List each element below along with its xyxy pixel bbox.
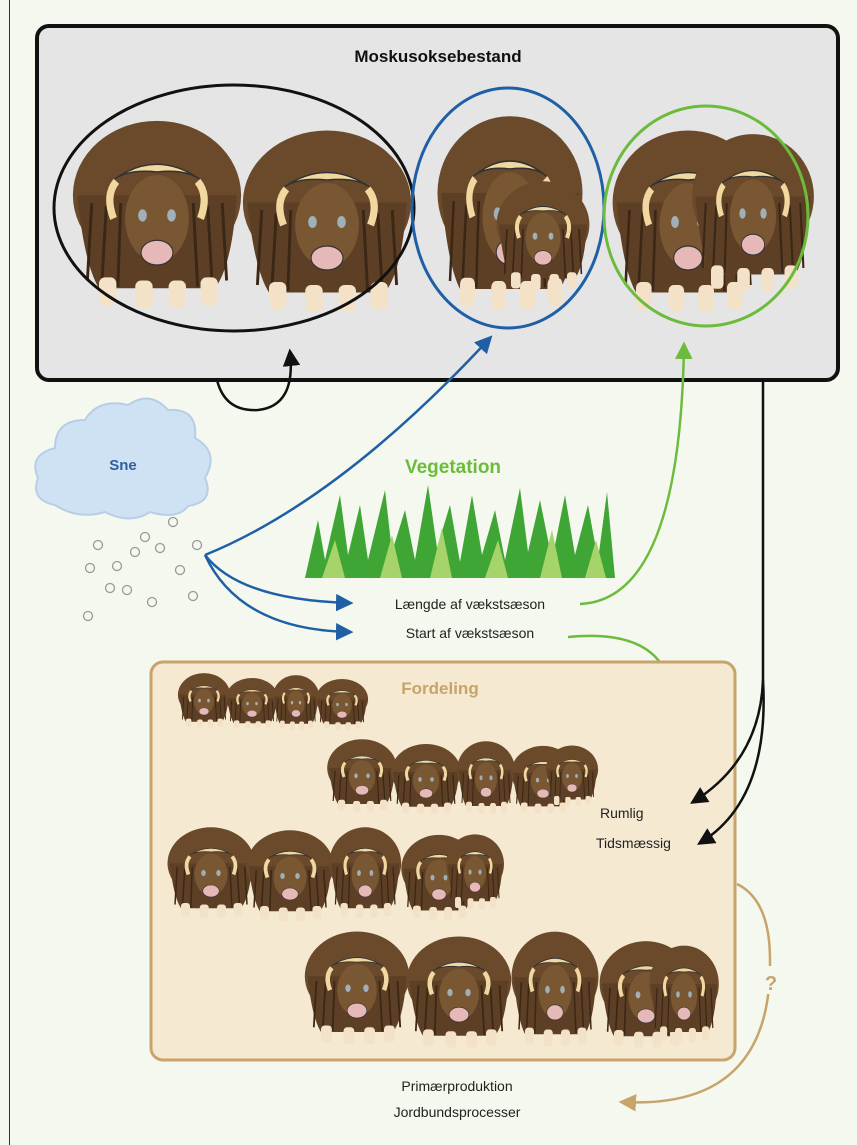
vegetation-label: Vegetation [405, 457, 501, 478]
question-mark-bg [758, 966, 784, 994]
spatial-label: Rumlig [600, 805, 644, 821]
arrow-population-to-temporal [697, 679, 765, 845]
season-length-label: Længde af vækstsæson [395, 596, 545, 612]
group-outline-green [602, 104, 810, 328]
soil-processes-label: Jordbundsprocesser [394, 1104, 521, 1120]
snow-cloud-icon [34, 397, 212, 520]
arrow-snow-to-season-length [204, 554, 354, 612]
grass-icon [305, 485, 615, 578]
group-outline-black [52, 83, 416, 333]
population-box-title: Moskusoksebestand [354, 47, 521, 66]
distribution-label: Fordeling [401, 679, 478, 698]
page-left-rule [9, 0, 10, 1145]
arrow-season-length-to-population [579, 341, 693, 606]
question-mark: ? [765, 973, 777, 995]
arrow-density-loop [215, 348, 301, 412]
arrow-distribution-to-ecosystem [618, 882, 772, 1112]
snowflakes-icon [82, 516, 203, 622]
muskox-icon [73, 121, 241, 309]
arrow-snow-to-season-start [203, 554, 354, 641]
temporal-label: Tidsmæssig [596, 835, 671, 851]
muskox-calf-icon [497, 181, 590, 290]
muskox-icon [243, 131, 411, 313]
snow-label: Sne [109, 457, 137, 474]
primary-production-label: Primærproduktion [401, 1078, 512, 1094]
season-start-label: Start af vækstsæson [406, 625, 534, 641]
arrow-snow-to-population [204, 335, 493, 557]
